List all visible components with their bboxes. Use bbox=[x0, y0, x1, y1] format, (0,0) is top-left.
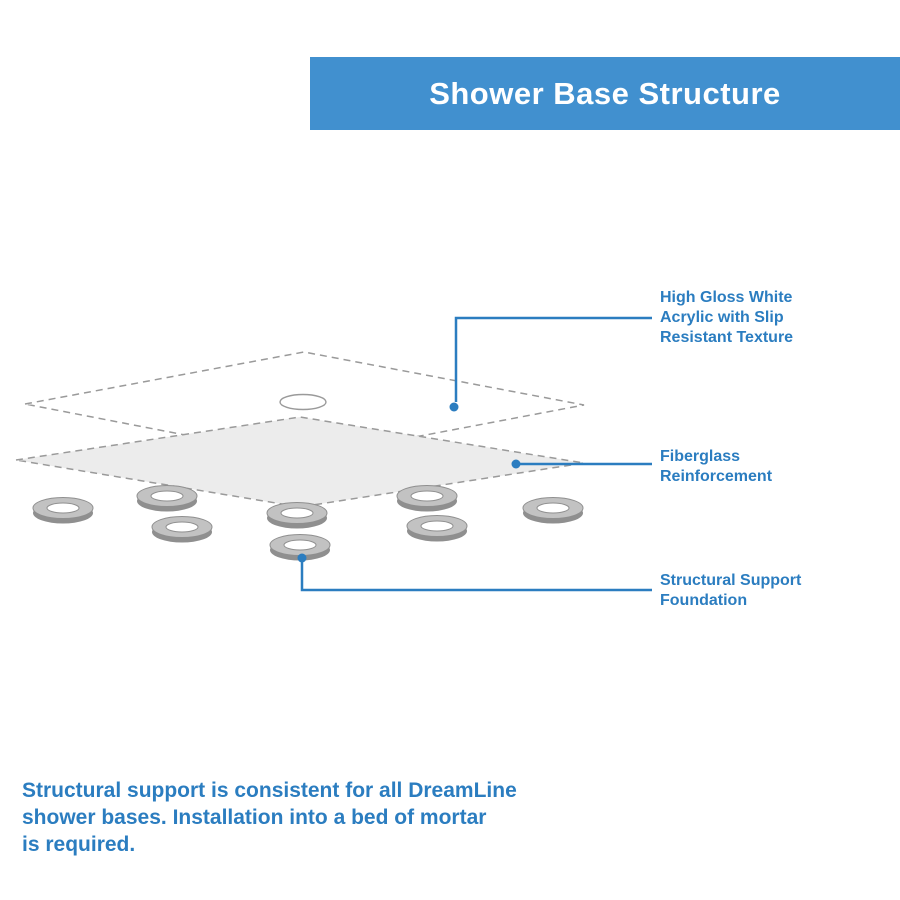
acrylic-label-line-2: Acrylic with Slip bbox=[660, 309, 784, 326]
acrylic-label: High Gloss White Acrylic with Slip Resis… bbox=[660, 288, 793, 348]
support-ring bbox=[266, 502, 328, 529]
acrylic-connector-dot bbox=[449, 402, 459, 412]
fiberglass-label: Fiberglass Reinforcement bbox=[660, 447, 772, 487]
support-label-line-1: Structural Support bbox=[660, 572, 802, 589]
acrylic-label-line-3: Resistant Texture bbox=[660, 329, 794, 346]
acrylic-label-line-1: High Gloss White bbox=[660, 289, 793, 306]
acrylic-connector-line bbox=[454, 316, 652, 402]
support-ring bbox=[269, 534, 331, 561]
fiberglass-label-line-2: Reinforcement bbox=[660, 468, 773, 485]
support-label-line-2: Foundation bbox=[660, 592, 748, 609]
fiberglass-label-line-1: Fiberglass bbox=[660, 448, 741, 465]
page-title: Shower Base Structure bbox=[429, 75, 781, 111]
drain-hole bbox=[279, 393, 327, 411]
fiberglass-layer bbox=[15, 416, 585, 508]
support-connector-dot bbox=[297, 553, 307, 563]
support-label: Structural Support Foundation bbox=[660, 571, 801, 611]
fiberglass-connector-dot bbox=[511, 459, 521, 469]
support-ring bbox=[522, 497, 584, 524]
support-ring bbox=[396, 485, 458, 512]
support-connector-line bbox=[300, 562, 652, 592]
support-ring bbox=[136, 485, 198, 512]
footer-line-3: is required. bbox=[22, 833, 136, 856]
footer-note: Structural support is consistent for all… bbox=[22, 777, 517, 858]
footer-line-1: Structural support is consistent for all… bbox=[22, 779, 517, 802]
support-ring bbox=[151, 516, 213, 543]
support-ring bbox=[406, 515, 468, 542]
title-banner: Shower Base Structure bbox=[310, 57, 900, 130]
footer-line-2: shower bases. Installation into a bed of… bbox=[22, 806, 487, 829]
support-ring bbox=[32, 497, 94, 524]
